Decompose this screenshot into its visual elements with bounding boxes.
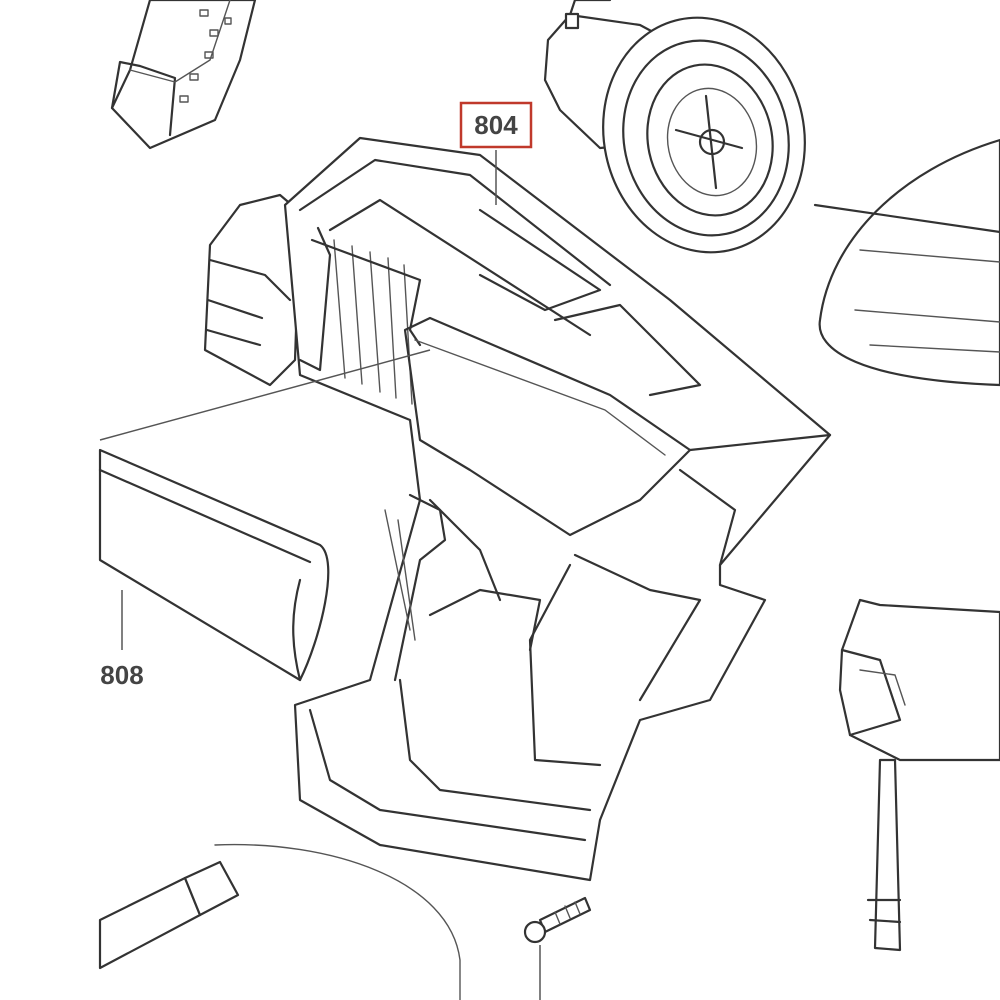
switch-part [838, 598, 1000, 952]
cord-part [98, 843, 461, 1000]
part-label-804[interactable]: 804 [474, 110, 518, 140]
bracket-part [110, 0, 257, 150]
housing-shell-804 [203, 136, 832, 882]
nozzle-part-808 [98, 448, 330, 682]
right-housing-part [813, 138, 1000, 387]
highlight-box-804 [459, 101, 533, 149]
leader-line-housing [99, 349, 431, 441]
motor-fan-part [543, 0, 806, 254]
screw-part [523, 896, 592, 1000]
part-label-808[interactable]: 808 [100, 660, 143, 690]
